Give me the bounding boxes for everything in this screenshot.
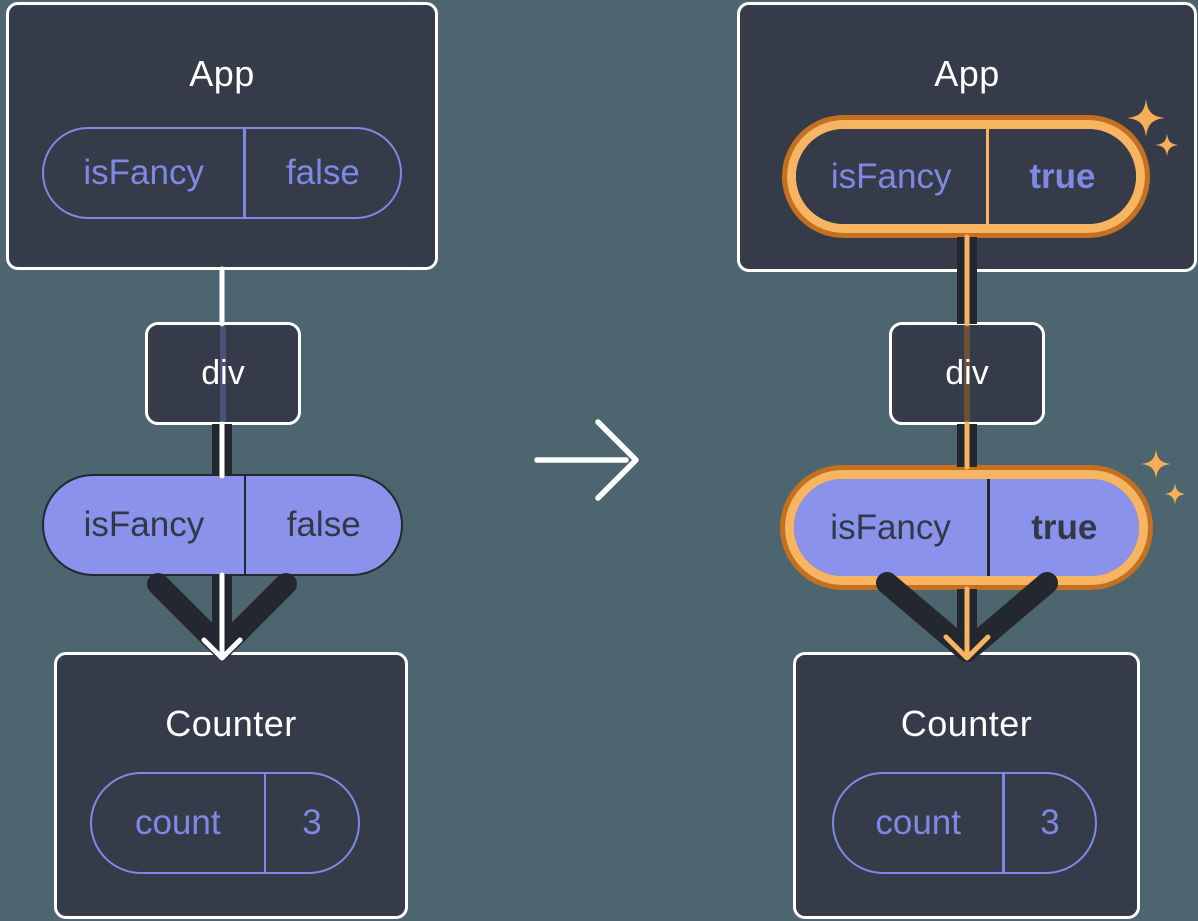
pill-divider: [243, 476, 247, 574]
pill-divider: [243, 129, 246, 217]
component-title: Counter: [165, 703, 297, 744]
pill-divider: [987, 479, 990, 576]
sparkle-icon: [1141, 449, 1171, 479]
after-counter-card: Counter count 3: [793, 652, 1140, 919]
arrow-down-icon: [147, 573, 297, 659]
before-passed-prop-pill: isFancy false: [42, 474, 403, 576]
prop-value: false: [286, 505, 361, 544]
transition-arrow-icon: [534, 419, 639, 501]
after-passed-prop-pill: isFancy true: [780, 465, 1153, 590]
state-value: 3: [1040, 803, 1060, 842]
arrow-head: [595, 419, 639, 501]
highlight-ring: isFancy true: [785, 470, 1148, 585]
pill-divider: [263, 774, 267, 872]
prop-value: true: [1031, 507, 1098, 547]
before-div-node: div: [145, 322, 301, 425]
before-counter-state-pill: count 3: [90, 772, 360, 874]
before-counter-card: Counter count 3: [54, 652, 408, 919]
pill-divider: [986, 129, 989, 224]
before-app-card: App isFancy false: [6, 2, 438, 270]
after-app-prop-pill: isFancy true: [782, 115, 1150, 238]
prop-value: true: [1029, 156, 1096, 196]
component-title: App: [189, 53, 255, 94]
prop-name: isFancy: [83, 153, 204, 192]
pill-divider: [1002, 774, 1005, 872]
state-name: count: [875, 803, 961, 842]
after-div-node: div: [889, 322, 1045, 425]
edge-through-node: [220, 325, 226, 422]
component-title: App: [934, 53, 1000, 94]
after-app-card: App isFancy true: [737, 2, 1197, 272]
pill-body: isFancy true: [794, 479, 1139, 576]
prop-name: isFancy: [830, 507, 951, 547]
prop-name: isFancy: [83, 505, 205, 544]
state-value: 3: [302, 803, 322, 842]
state-name: count: [134, 803, 221, 842]
pill-body: isFancy true: [796, 129, 1136, 224]
prop-name: isFancy: [830, 156, 952, 196]
after-counter-state-pill: count 3: [832, 772, 1097, 874]
prop-value: false: [285, 153, 360, 192]
node-label: div: [945, 354, 989, 392]
edge-through-node: [964, 325, 970, 422]
highlight-ring: isFancy true: [787, 120, 1145, 233]
component-title: Counter: [900, 703, 1033, 744]
before-app-prop-pill: isFancy false: [42, 127, 402, 219]
sparkle-icon: [1164, 483, 1186, 505]
node-label: div: [201, 354, 245, 392]
arrow-down-icon: [876, 572, 1058, 662]
